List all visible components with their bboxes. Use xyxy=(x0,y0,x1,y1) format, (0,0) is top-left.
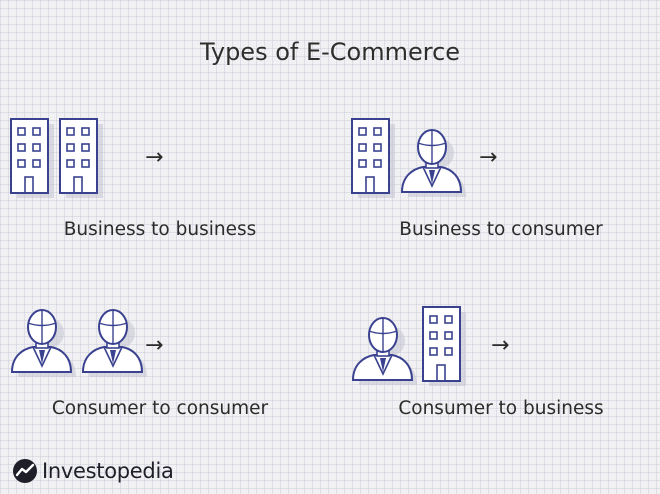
diagram-title: Types of E-Commerce xyxy=(199,38,461,66)
quadrant-b2b: → Business to business xyxy=(10,118,310,240)
building-icon xyxy=(422,306,467,386)
building-icon xyxy=(351,118,395,198)
arrow: → xyxy=(479,145,498,170)
building-icon xyxy=(59,118,104,198)
building-icon xyxy=(10,118,54,198)
quadrant-b2c: → Business to consumer xyxy=(351,118,651,240)
quadrant-c2b: → Consumer to business xyxy=(351,306,651,419)
arrow: → xyxy=(491,333,510,358)
person-icon xyxy=(351,317,417,385)
quadrant-c2c: → Consumer to consumer xyxy=(10,306,310,419)
quadrant-label: Consumer to consumer xyxy=(51,398,269,419)
person-icon xyxy=(10,309,76,377)
quadrant-label: Business to business xyxy=(63,219,257,240)
quadrant-label: Consumer to business xyxy=(398,398,604,419)
investopedia-logo-icon xyxy=(13,459,37,483)
arrow: → xyxy=(145,333,164,358)
arrow: → xyxy=(145,145,164,170)
brand-name: Investopedia xyxy=(42,459,174,483)
quadrant-label: Business to consumer xyxy=(399,219,603,240)
brand-logo: Investopedia xyxy=(12,457,174,485)
person-icon xyxy=(82,309,148,377)
person-icon xyxy=(401,129,467,197)
